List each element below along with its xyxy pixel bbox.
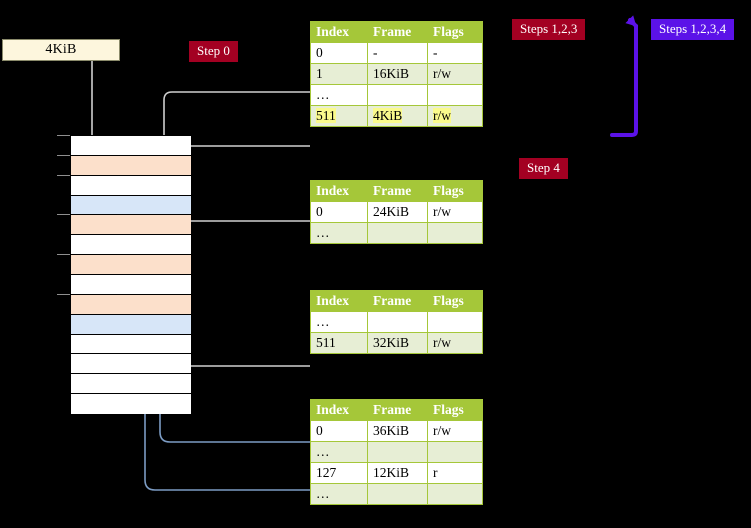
cell-frame: 24KiB xyxy=(367,201,428,223)
column-header-frame: Frame xyxy=(367,399,428,421)
cell-frame xyxy=(367,311,428,333)
memory-cell-10 xyxy=(71,334,191,355)
table-row: … xyxy=(310,84,483,106)
table-row: … xyxy=(310,483,483,505)
table-row: … xyxy=(310,311,483,333)
cell-index: 0 xyxy=(310,42,368,64)
physical-memory-column xyxy=(70,135,191,414)
cell-flags: r/w xyxy=(427,420,483,442)
cell-index: 0 xyxy=(310,420,368,442)
cell-frame xyxy=(367,222,428,244)
memory-tick-0 xyxy=(57,135,70,136)
cell-index: … xyxy=(310,311,368,333)
memory-cell-7 xyxy=(71,275,191,295)
cell-index: 0 xyxy=(310,201,368,223)
wire-table3-to-memory xyxy=(172,304,310,367)
cell-flags xyxy=(427,84,483,106)
cell-frame xyxy=(367,483,428,505)
memory-cell-4 xyxy=(71,215,191,236)
table-row: 0-- xyxy=(310,42,483,64)
memory-cell-12 xyxy=(71,374,191,395)
cell-frame: 4KiB xyxy=(367,105,428,127)
memory-cell-5 xyxy=(71,235,191,256)
column-header-index: Index xyxy=(310,290,368,312)
column-header-index: Index xyxy=(310,399,368,421)
cell-frame xyxy=(367,441,428,463)
cell-index: … xyxy=(310,483,368,505)
memory-tick-8 xyxy=(57,293,70,295)
cell-frame: 32KiB xyxy=(367,332,428,354)
column-header-index: Index xyxy=(310,21,368,43)
column-header-frame: Frame xyxy=(367,290,428,312)
memory-cell-0 xyxy=(71,136,191,156)
cell-frame: 16KiB xyxy=(367,63,428,85)
cell-frame: - xyxy=(367,42,428,64)
cell-flags xyxy=(427,483,483,505)
column-header-flags: Flags xyxy=(427,399,483,421)
cell-index: 1 xyxy=(310,63,368,85)
column-header-flags: Flags xyxy=(427,21,483,43)
memory-cell-1 xyxy=(71,155,191,176)
badge-step-0: Step 0 xyxy=(189,41,238,62)
steps-bracket-arrow xyxy=(610,15,638,137)
memory-cell-2 xyxy=(71,175,191,196)
column-header-frame: Frame xyxy=(367,180,428,202)
badge-step-4: Step 4 xyxy=(519,158,568,179)
memory-cell-13 xyxy=(71,394,191,414)
badge-steps-1234: Steps 1,2,3,4 xyxy=(651,19,735,40)
badge-steps-123: Steps 1,2,3 xyxy=(512,19,586,40)
cell-flags xyxy=(427,311,483,333)
memory-cell-9 xyxy=(71,314,191,335)
column-header-flags: Flags xyxy=(427,290,483,312)
cell-flags: r/w xyxy=(427,201,483,223)
cell-index: … xyxy=(310,222,368,244)
table-row: … xyxy=(310,441,483,463)
memory-tick-4 xyxy=(57,214,70,216)
memory-tick-1 xyxy=(57,154,70,156)
table-row: … xyxy=(310,222,483,244)
kib-block-label: 4KiB xyxy=(45,42,77,57)
cell-frame xyxy=(367,84,428,106)
cell-index: 511 xyxy=(310,332,368,354)
cell-index: … xyxy=(310,84,368,106)
memory-cell-11 xyxy=(71,354,191,375)
cell-flags: r xyxy=(427,462,483,484)
column-header-index: Index xyxy=(310,180,368,202)
cell-frame: 36KiB xyxy=(367,420,428,442)
column-header-flags: Flags xyxy=(427,180,483,202)
cell-flags: r/w xyxy=(427,332,483,354)
memory-cell-8 xyxy=(71,294,191,315)
cell-flags: - xyxy=(427,42,483,64)
cell-frame: 12KiB xyxy=(367,462,428,484)
physical-frame-4kib-block: 4KiB xyxy=(2,39,120,61)
memory-tick-2 xyxy=(57,174,70,176)
memory-cell-6 xyxy=(71,255,191,275)
cell-flags xyxy=(427,222,483,244)
wire-table2-to-memory xyxy=(177,220,310,260)
cell-index: 127 xyxy=(310,462,368,484)
memory-tick-6 xyxy=(57,254,70,256)
cell-flags: r/w xyxy=(427,63,483,85)
memory-cell-3 xyxy=(71,195,191,216)
cell-index: … xyxy=(310,441,368,463)
column-header-frame: Frame xyxy=(367,21,428,43)
cell-flags xyxy=(427,441,483,463)
cell-index: 511 xyxy=(310,105,368,127)
cell-flags: r/w xyxy=(427,105,483,127)
